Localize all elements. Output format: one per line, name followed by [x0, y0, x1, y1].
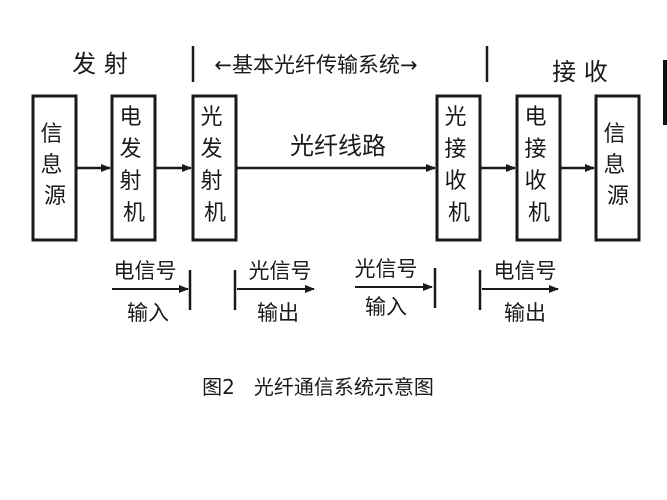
elec-receiver-block	[515, 94, 562, 242]
right-edge-bar	[663, 60, 667, 125]
elec-transmitter-label: 电 发 射 机	[119, 105, 148, 226]
signal-4-type: 电信号	[494, 259, 557, 283]
opt-receiver-label: 光 接 收 机	[444, 105, 473, 226]
signal-2-type: 光信号	[249, 259, 312, 283]
transmit-header: 发 射	[72, 50, 128, 78]
signal-3-type: 光信号	[355, 257, 418, 281]
signal-2-direction: 输出	[257, 301, 299, 325]
signal-1-direction: 输入	[127, 301, 169, 325]
signal-4-direction: 输出	[504, 301, 546, 325]
elec-receiver-label: 电 接 收 机	[524, 105, 553, 226]
opt-transmitter-label: 光 发 射 机	[200, 105, 229, 226]
fiber-line-label: 光纤线路	[290, 132, 386, 160]
elec-transmitter-block	[110, 94, 157, 242]
opt-transmitter-block	[191, 94, 238, 242]
signal-3-direction: 输入	[365, 295, 407, 319]
signal-1-type: 电信号	[114, 259, 177, 283]
info-source-right-label: 信 息 源	[603, 122, 632, 209]
figure-caption: 图2 光纤通信系统示意图	[202, 375, 434, 399]
receive-header: 接 收	[552, 58, 608, 86]
info-source-left-label: 信 息 源	[40, 122, 69, 209]
info-source-left-block	[31, 94, 78, 242]
opt-receiver-block	[435, 94, 482, 242]
info-source-right-block	[594, 94, 641, 242]
system-span-label: ←基本光纤传输系统→	[214, 53, 417, 77]
